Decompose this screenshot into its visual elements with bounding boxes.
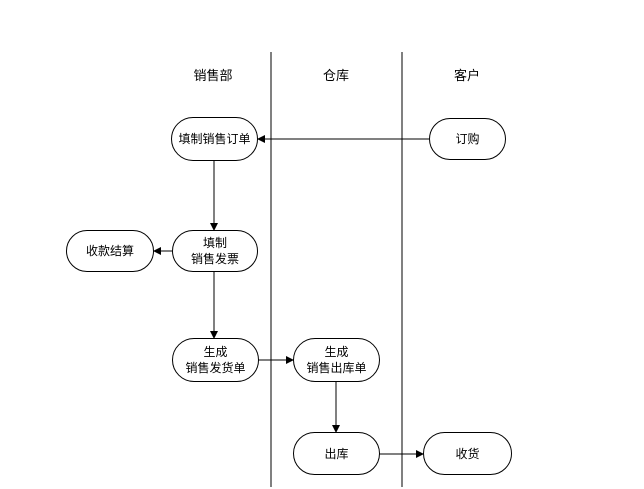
node-outbound: 出库 bbox=[293, 432, 380, 475]
node-fill-sales-invoice: 填制 销售发票 bbox=[172, 230, 258, 272]
lane-title-warehouse: 仓库 bbox=[322, 69, 349, 84]
node-receive-goods: 收货 bbox=[423, 432, 512, 475]
node-collect-payment: 收款结算 bbox=[66, 230, 154, 272]
lane-title-sales: 销售部 bbox=[193, 69, 233, 84]
node-order: 订购 bbox=[429, 118, 506, 160]
lane-title-customer: 客户 bbox=[453, 69, 480, 84]
node-gen-outbound-note: 生成 销售出库单 bbox=[293, 338, 380, 382]
node-gen-delivery-note: 生成 销售发货单 bbox=[172, 338, 259, 382]
node-fill-sales-order: 填制销售订单 bbox=[171, 117, 258, 161]
